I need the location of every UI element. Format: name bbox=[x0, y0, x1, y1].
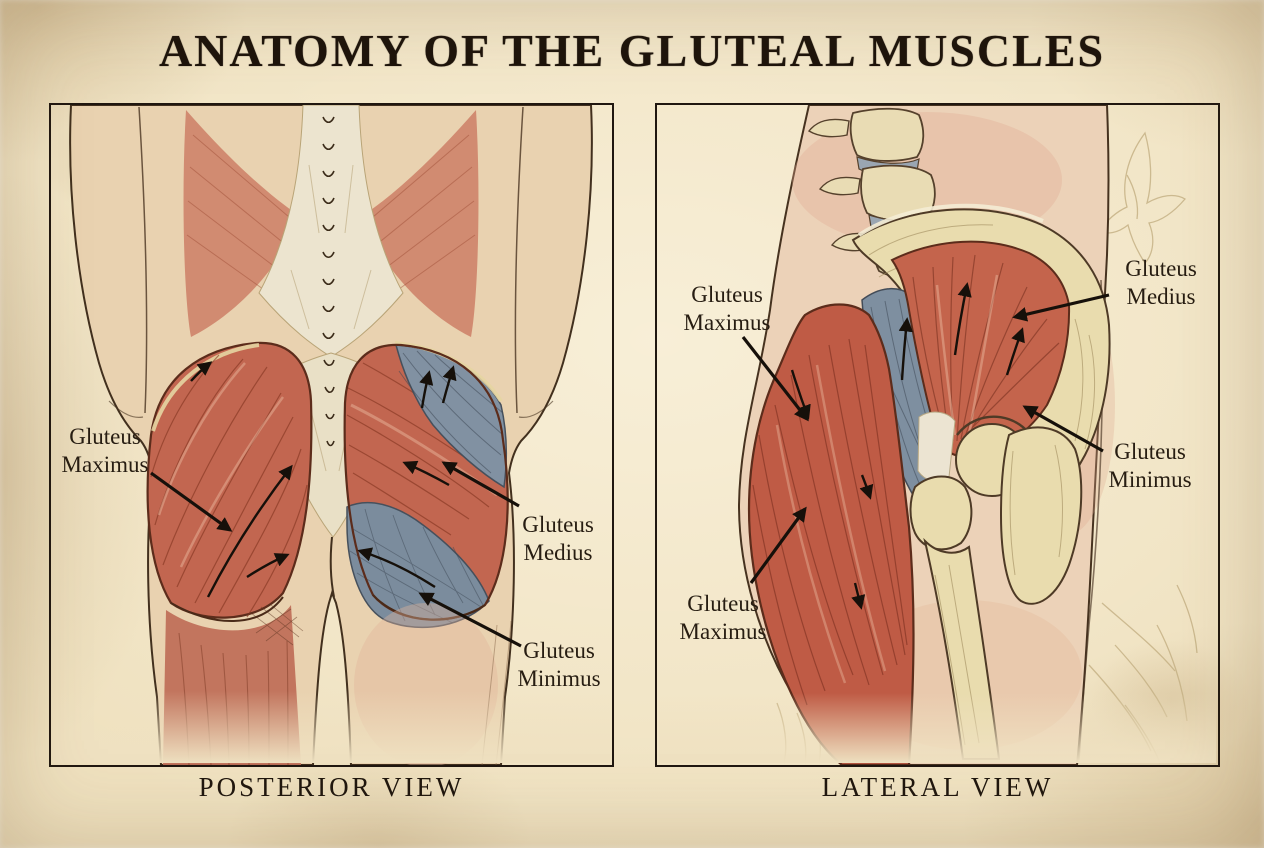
label-gluteus-maximus-posterior: Gluteus Maximus bbox=[61, 424, 149, 477]
posterior-illustration bbox=[53, 105, 610, 765]
leader-lines bbox=[741, 293, 1110, 584]
fiber-arrows bbox=[790, 282, 1025, 610]
posterior-frame: Gluteus Maximus Gluteus Medius Gluteus M… bbox=[49, 103, 614, 767]
leader-lines bbox=[150, 461, 522, 648]
lateral-gluteus-medius bbox=[890, 240, 1071, 482]
bottom-fade bbox=[659, 693, 1216, 763]
fiber-arrows bbox=[190, 361, 457, 598]
page-title: ANATOMY OF THE GLUTEAL MUSCLES bbox=[158, 25, 1106, 76]
back-muscles bbox=[183, 110, 479, 337]
label-gluteus-medius-posterior: Gluteus Medius bbox=[522, 512, 594, 565]
posterior-gluteus-maximus bbox=[146, 341, 313, 619]
label-gluteus-maximus-lateral-lower: Gluteus Maximus bbox=[679, 591, 767, 644]
femur-hip-bones bbox=[909, 415, 1083, 760]
posterior-gluteus-medius-minimus bbox=[343, 341, 509, 629]
lateral-gluteus-maximus bbox=[747, 303, 915, 765]
label-gluteus-minimus-lateral: Gluteus Minimus bbox=[1108, 439, 1192, 492]
label-gluteus-maximus-lateral-upper: Gluteus Maximus bbox=[683, 282, 771, 335]
lateral-frame: Gluteus Maximus Gluteus Medius Gluteus M… bbox=[655, 103, 1220, 767]
lateral-caption: LATERAL VIEW bbox=[821, 772, 1054, 802]
label-gluteus-minimus-posterior: Gluteus Minimus bbox=[517, 638, 601, 691]
posterior-caption: POSTERIOR VIEW bbox=[198, 772, 465, 802]
lateral-illustration bbox=[659, 105, 1216, 765]
bottom-fade bbox=[53, 691, 610, 763]
spine bbox=[322, 116, 335, 447]
label-gluteus-medius-lateral: Gluteus Medius bbox=[1125, 256, 1197, 309]
